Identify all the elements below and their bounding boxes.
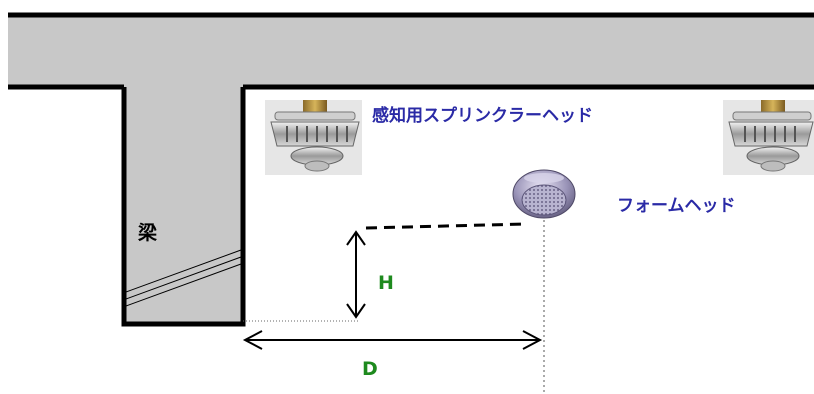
sprinkler-head-left-icon [265, 100, 362, 175]
sprinkler-head-label: 感知用スプリンクラーヘッド [372, 106, 593, 126]
foam-head-label: フォームヘッド [617, 196, 736, 216]
ceiling-slab-and-beam [8, 15, 814, 324]
beam-hatch-line [125, 249, 242, 293]
beam-hatch-line [125, 263, 242, 307]
foam-head-level-dashed-line [365, 222, 527, 230]
distance-dimension-arrow [242, 330, 543, 350]
sprinkler-head-right-icon [723, 100, 814, 175]
distance-label: D [362, 358, 378, 380]
height-label: H [378, 272, 394, 294]
beam-hatch-line [125, 256, 242, 300]
beam-label: 梁 [138, 222, 158, 244]
beam-outline [121, 87, 246, 327]
height-dimension-arrow [346, 230, 366, 319]
foam-head-icon [512, 169, 576, 219]
